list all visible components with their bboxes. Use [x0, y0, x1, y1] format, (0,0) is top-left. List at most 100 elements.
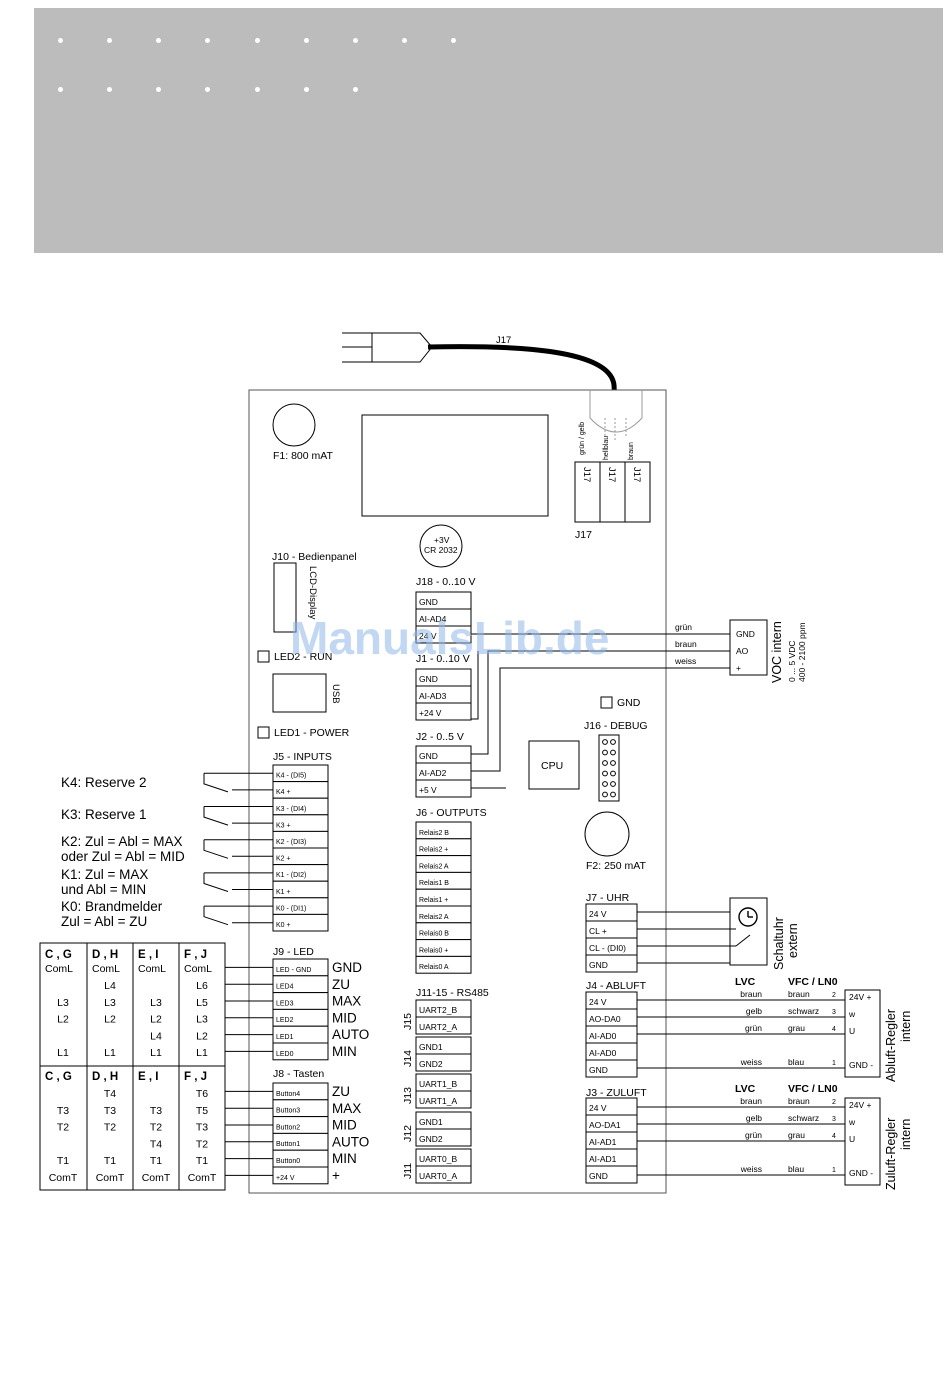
j1-connector-title: J1 - 0..10 V — [416, 653, 470, 665]
j9-connector-pin-label: LED0 — [276, 1051, 294, 1058]
abluft-controller-pin-label: w — [848, 1009, 856, 1019]
header-dot — [205, 87, 210, 92]
j9-function-label: ZU — [332, 977, 350, 992]
j9-connector-pin-label: LED - GND — [276, 967, 311, 974]
input-label: K4: Reserve 2 — [61, 775, 147, 790]
j6-connector-pin-label: Relais0 B — [419, 931, 449, 938]
abluft-controller-pin-label: 24V + — [849, 992, 871, 1002]
j17-cable-entry — [589, 390, 643, 433]
watermark: ManualsLib.de — [290, 612, 609, 664]
led-table-cell: L3 — [57, 997, 69, 1009]
led-table-cell: L1 — [150, 1047, 162, 1059]
abluft-controller-lvc-wire: braun — [740, 989, 762, 999]
lcd-label: LCD-Display — [307, 566, 318, 620]
button-table-cell: T2 — [196, 1138, 208, 1150]
input-k4: K4: Reserve 2 — [61, 772, 273, 793]
j8-function-label: MIN — [332, 1151, 357, 1166]
button-table-header: C , G — [45, 1071, 72, 1083]
input-switch — [203, 806, 229, 826]
button-table-header: D , H — [92, 1071, 118, 1083]
input-switch — [203, 906, 229, 926]
input-label: K0: Brandmelder — [61, 899, 163, 914]
led-table-cell: L1 — [196, 1047, 208, 1059]
j3-connector-pin-label: AI-AD1 — [589, 1137, 617, 1147]
gnd-test-point-label: GND — [617, 697, 641, 709]
voc-pin-2: AO — [736, 646, 749, 656]
j17-connector — [574, 461, 651, 523]
j8-function-label: MID — [332, 1118, 357, 1133]
usb-port — [272, 673, 327, 713]
led-table-header: F , J — [184, 949, 207, 961]
j4-connector-pin-label: GND — [589, 1065, 608, 1075]
j3-connector-pin-label: 24 V — [589, 1103, 607, 1113]
voc-pin-3: + — [736, 663, 741, 673]
zuluft-controller-lvc-wire: braun — [740, 1096, 762, 1106]
j6-connector-title: J6 - OUTPUTS — [416, 807, 487, 819]
j18-connector-pin-label: AI-AD4 — [419, 614, 447, 624]
input-label: Zul = Abl = ZU — [61, 914, 147, 929]
led-table-cell: L5 — [196, 997, 208, 1009]
rs485-pin-label: UART2_B — [419, 1005, 457, 1015]
fuse-f1-label: F1: 800 mAT — [273, 450, 333, 462]
voc-wire-2: braun — [675, 639, 697, 649]
led-table-subheader: ComL — [45, 963, 73, 975]
rs485-pin-label: UART2_A — [419, 1022, 457, 1032]
j10-title: J10 - Bedienpanel — [272, 551, 357, 563]
header-dot — [156, 87, 161, 92]
j7-connector-pin-label: GND — [589, 960, 608, 970]
button-table-cell: T3 — [57, 1105, 69, 1117]
debug-pin — [602, 739, 608, 745]
header-dot — [58, 87, 63, 92]
j6-connector-pin-label: Relais1 B — [419, 880, 449, 887]
header-dot — [58, 38, 63, 43]
j1-connector-pin-label: AI-AD3 — [419, 691, 447, 701]
j9-connector-pin-label: LED4 — [276, 984, 294, 991]
rs485-pin — [415, 1016, 472, 1035]
j9-function-label: AUTO — [332, 1027, 369, 1042]
rs485-pin — [415, 1053, 472, 1072]
button-table-cell: T3 — [104, 1105, 116, 1117]
led2-label: LED2 - RUN — [274, 651, 332, 663]
j7-connector-pin-label: CL - (DI0) — [589, 943, 626, 953]
button-table-cell: T6 — [196, 1088, 208, 1100]
header-dot — [107, 38, 112, 43]
j1-connector-pin-label: +24 V — [419, 708, 442, 718]
j1-connector-pin-label: GND — [419, 674, 438, 684]
voc-wire-3: weiss — [674, 656, 696, 666]
header-dot — [304, 38, 309, 43]
abluft-controller-vfc-heading: VFC / LN0 — [788, 976, 838, 988]
input-k3: K3: Reserve 1 — [61, 806, 273, 826]
led-table-cell: L1 — [104, 1047, 116, 1059]
zuluft-controller-pin-number: 2 — [832, 1099, 836, 1106]
abluft-controller-vfc-wire: braun — [788, 989, 810, 999]
abluft-controller-box — [844, 989, 881, 1078]
j3-connector-pin-label: GND — [589, 1171, 608, 1181]
j5-connector-pin-label: K0 - (DI1) — [276, 905, 306, 912]
j17-pin-3: J17 — [631, 467, 642, 482]
led-table-cell: L2 — [196, 1030, 208, 1042]
j5-connector-pin-label: K1 + — [276, 889, 291, 896]
abluft-controller-pin-label: U — [849, 1026, 855, 1036]
button-table-header: F , J — [184, 1071, 207, 1083]
led-table-header: E , I — [138, 949, 158, 961]
debug-pin — [602, 770, 608, 777]
button-table-cell: T1 — [196, 1155, 208, 1167]
j5-connector-pin-label: K4 + — [276, 789, 291, 796]
led-table-subheader: ComL — [92, 963, 120, 975]
header-dot — [402, 38, 407, 43]
j9-connector-title: J9 - LED — [273, 946, 314, 958]
zuluft-controller-lvc-wire: gelb — [746, 1113, 762, 1123]
j8-connector-title: J8 - Tasten — [273, 1068, 324, 1080]
led1-power — [257, 726, 270, 739]
led-table-cell: L4 — [104, 980, 116, 992]
cable-label: J17 — [496, 335, 511, 346]
led-table-cell: L2 — [104, 1014, 116, 1026]
zuluft-controller-title: Zuluft-Regler — [884, 1118, 898, 1190]
j9-function-label: GND — [332, 960, 362, 975]
j4-connector-pin-label: AI-AD0 — [589, 1031, 617, 1041]
